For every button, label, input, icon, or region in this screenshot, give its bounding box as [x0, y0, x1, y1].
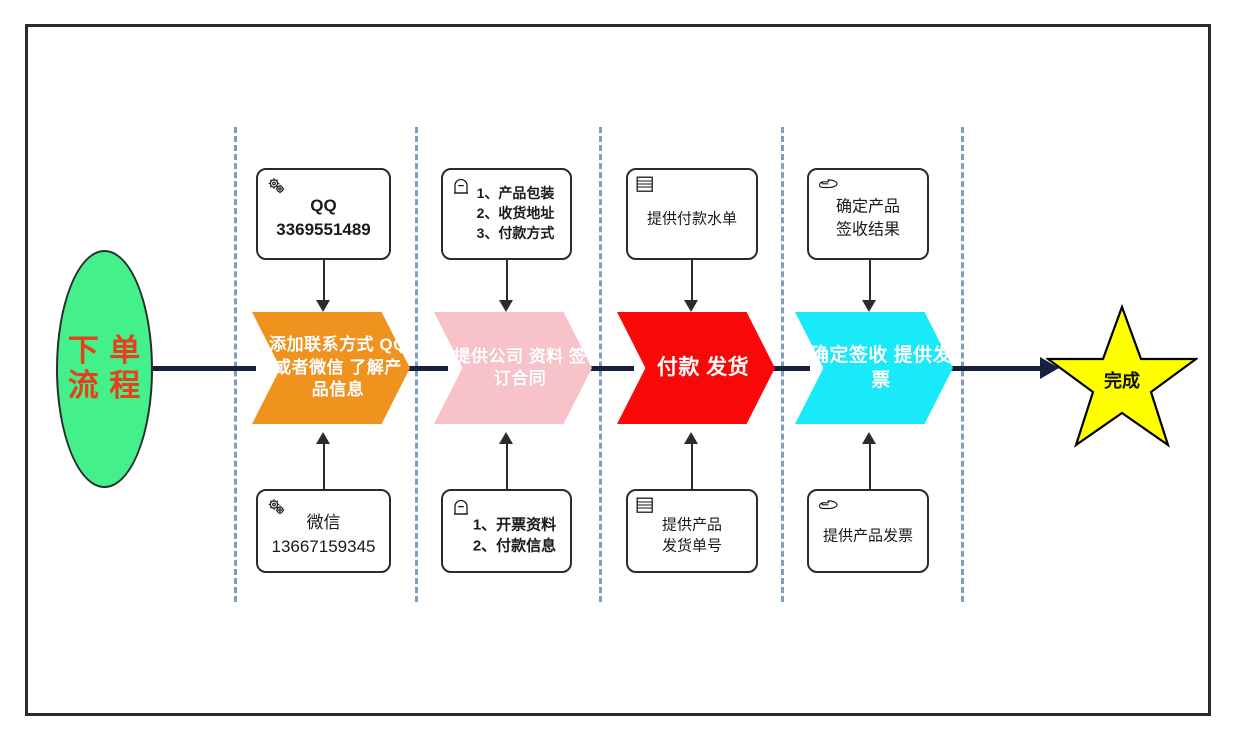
note-shipping-number[interactable]: 提供产品 发货单号 [626, 489, 758, 573]
flow-line-start [150, 366, 256, 371]
package-icon [451, 497, 475, 519]
note-payment-receipt-text: 提供付款水单 [646, 210, 737, 228]
chevron-phase-4-label: 确定签收 提供发票 [809, 344, 953, 391]
table-icon [636, 497, 660, 519]
start-ellipse[interactable]: 下 单 流 程 [56, 250, 153, 488]
chevron-phase-3-label: 付款 发货 [656, 356, 750, 380]
table-icon [636, 176, 660, 198]
pointing-hand-icon [817, 497, 841, 519]
connector-shipping-no-to-chevron [691, 443, 693, 489]
package-icon [451, 176, 475, 198]
arrow-invoice-info-up [499, 432, 513, 444]
note-confirm-receipt-text: 确定产品 签收结果 [835, 198, 900, 238]
phase-divider-4 [781, 127, 784, 602]
note-confirm-receipt[interactable]: 确定产品 签收结果 [807, 168, 929, 260]
arrow-product-info-down [499, 300, 513, 312]
completion-star[interactable]: 完成 [1046, 303, 1198, 449]
connector-invoice-info-to-chevron [506, 443, 508, 489]
note-product-info[interactable]: 1、产品包装 2、收货地址 3、付款方式 [441, 168, 572, 260]
flow-line-3-4 [760, 366, 810, 371]
connector-wechat-to-chevron [323, 443, 325, 489]
connector-payment-receipt-to-chevron [691, 260, 693, 304]
arrow-qq-down [316, 300, 330, 312]
phase-divider-5 [961, 127, 964, 602]
arrow-wechat-up [316, 432, 330, 444]
completion-star-label: 完成 [1104, 371, 1140, 391]
note-product-invoice[interactable]: 提供产品发票 [807, 489, 929, 573]
note-wechat-text: 微信 13667159345 [271, 512, 376, 556]
note-product-invoice-text: 提供产品发票 [822, 527, 913, 545]
chevron-phase-1-label: 添加联系方式 QQ或者微信 了解产品信息 [269, 335, 407, 400]
connector-qq-to-chevron [323, 260, 325, 304]
flow-line-2-3 [578, 366, 634, 371]
phase-divider-1 [234, 127, 237, 602]
phase-divider-2 [415, 127, 418, 602]
pointing-hand-icon [817, 176, 841, 198]
star-icon [1046, 303, 1198, 448]
note-shipping-number-text: 提供产品 发货单号 [661, 516, 722, 555]
note-invoice-info[interactable]: 1、开票资料 2、付款信息 [441, 489, 572, 573]
arrow-payment-receipt-down [684, 300, 698, 312]
gears-icon [266, 497, 290, 519]
note-invoice-info-text: 1、开票资料 2、付款信息 [472, 516, 557, 555]
note-product-info-text: 1、产品包装 2、收货地址 3、付款方式 [476, 185, 555, 241]
note-wechat[interactable]: 微信 13667159345 [256, 489, 391, 573]
connector-product-info-to-chevron [506, 260, 508, 304]
note-qq[interactable]: QQ 3369551489 [256, 168, 391, 260]
arrow-product-invoice-up [862, 432, 876, 444]
connector-confirm-receipt-to-chevron [869, 260, 871, 304]
arrow-confirm-receipt-down [862, 300, 876, 312]
flow-line-to-star [940, 366, 1052, 371]
start-ellipse-label: 下 单 流 程 [67, 333, 142, 403]
note-qq-text: QQ 3369551489 [276, 195, 371, 239]
chevron-phase-2-label: 提供公司 资料 签订合同 [453, 346, 587, 388]
note-payment-receipt[interactable]: 提供付款水单 [626, 168, 758, 260]
connector-product-invoice-to-chevron [869, 443, 871, 489]
phase-divider-3 [599, 127, 602, 602]
arrow-shipping-no-up [684, 432, 698, 444]
flow-line-1-2 [396, 366, 448, 371]
gears-icon [266, 176, 290, 198]
